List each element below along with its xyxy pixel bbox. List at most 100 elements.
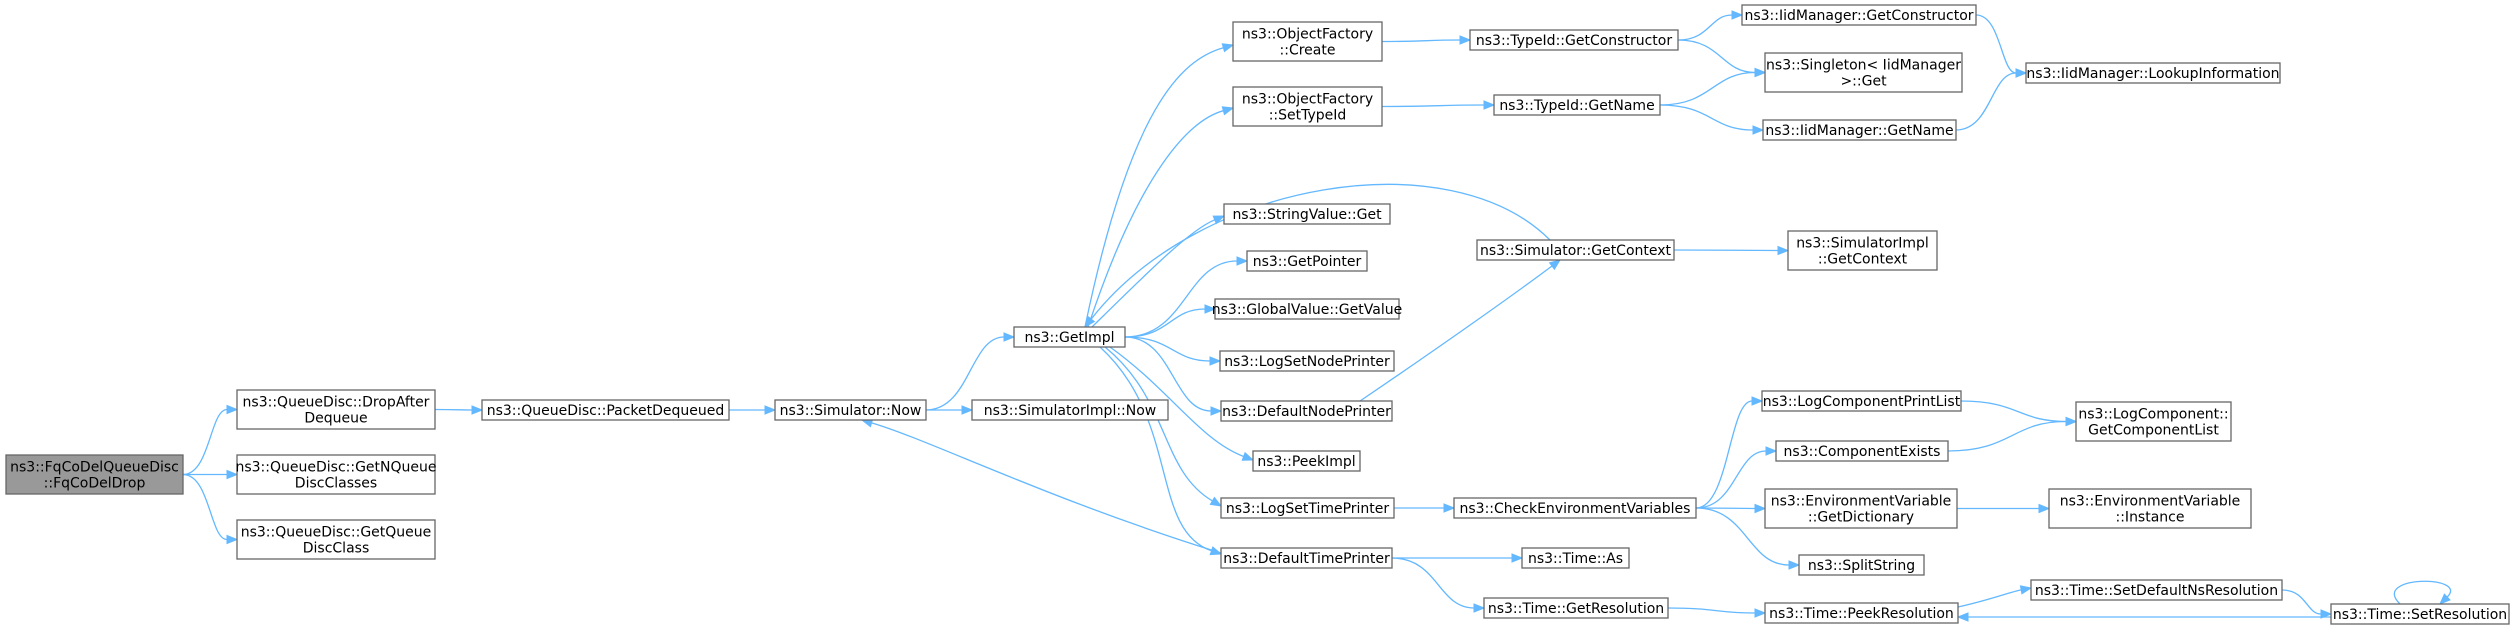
node-box (1246, 250, 1368, 272)
node-label: ns3::LogSetTimePrinter (1226, 501, 1390, 517)
graph-node-objectfactory-create[interactable]: ns3::ObjectFactory::Create (1232, 21, 1383, 62)
edge-arrowhead (2019, 585, 2033, 595)
graph-node-packetdequeued[interactable]: ns3::QueueDisc::PacketDequeued (481, 399, 730, 421)
graph-node-time-as[interactable]: ns3::Time::As (1521, 547, 1630, 569)
graph-node-stringvalue-get[interactable]: ns3::StringValue::Get (1223, 203, 1391, 225)
call-edge (1659, 104, 1765, 135)
node-box (2075, 401, 2232, 442)
call-edge (1109, 346, 1255, 461)
node-label: ns3::GetPointer (1253, 254, 1362, 270)
node-box (1483, 597, 1669, 619)
graph-node-simulatorimpl-getcontext[interactable]: ns3::SimulatorImpl::GetContext (1787, 230, 1938, 271)
graph-node-logcomponentprintlist[interactable]: ns3::LogComponentPrintList (1761, 390, 1962, 412)
graph-node-simulator-getcontext[interactable]: ns3::Simulator::GetContext (1476, 239, 1675, 261)
node-box (1764, 602, 1959, 624)
graph-node-checkenvironmentvariables[interactable]: ns3::CheckEnvironmentVariables (1453, 497, 1697, 519)
node-label: ns3::ObjectFactory (1242, 27, 1373, 43)
node-box (1762, 119, 1957, 141)
call-edge (729, 405, 777, 415)
edge-arrowhead (2015, 68, 2028, 78)
edge-line (1659, 104, 1754, 131)
edge-arrowhead (1084, 315, 1096, 329)
edge-line (1673, 249, 1779, 252)
node-box (1223, 203, 1391, 225)
edge-line (1124, 336, 1212, 412)
edge-line (1087, 110, 1224, 328)
graph-node-singleton-get[interactable]: ns3::Singleton< IidManager >::Get (1764, 52, 1963, 93)
call-edge (2393, 580, 2451, 605)
edge-arrowhead (1731, 10, 1744, 20)
node-label: ::GetDictionary (1808, 510, 1914, 526)
node-label: ns3::EnvironmentVariable (2060, 494, 2241, 510)
graph-node-time-getresolution[interactable]: ns3::Time::GetResolution (1483, 597, 1669, 619)
edge-line (434, 408, 473, 411)
node-box (1493, 94, 1661, 116)
call-edge (1955, 68, 2028, 131)
graph-node-iidmanager-lookupinformation[interactable]: ns3::IidManager::LookupInformation (2025, 62, 2281, 84)
graph-node-envvar-getdictionary[interactable]: ns3::EnvironmentVariable::GetDictionary (1764, 488, 1958, 529)
node-box (1787, 230, 1938, 271)
node-box (1013, 326, 1126, 348)
graph-node-logcomponent-getcomponentlist[interactable]: ns3::LogComponent::GetComponentList (2075, 401, 2232, 442)
edge-line (182, 408, 228, 476)
graph-node-time-peekresolution[interactable]: ns3::Time::PeekResolution (1764, 602, 1959, 624)
graph-node-time-setresolution[interactable]: ns3::Time::SetResolution (2330, 603, 2510, 625)
call-edge (1084, 183, 1551, 329)
node-box (1741, 4, 1977, 26)
call-edge (1659, 67, 1767, 106)
graph-node-typeid-getconstructor[interactable]: ns3::TypeId::GetConstructor (1469, 29, 1679, 51)
call-edge (1957, 585, 2033, 608)
call-edge (1091, 215, 1226, 328)
graph-node-time-setdefaultnsresolution[interactable]: ns3::Time::SetDefaultNsResolution (2030, 579, 2283, 601)
graph-node-componentexists[interactable]: ns3::ComponentExists (1775, 440, 1949, 462)
graph-node-logsetnodeprinter[interactable]: ns3::LogSetNodePrinter (1219, 350, 1395, 372)
graph-node-getimpl[interactable]: ns3::GetImpl (1013, 326, 1126, 348)
node-label: ns3::CheckEnvironmentVariables (1460, 501, 1691, 517)
graph-node-simulatorimpl-now[interactable]: ns3::SimulatorImpl::Now (971, 399, 1169, 421)
graph-node-splitstring[interactable]: ns3::SplitString (1798, 554, 1925, 576)
edge-arrowhead (1765, 446, 1778, 456)
node-box (1214, 298, 1400, 320)
call-edge (1695, 396, 1764, 509)
node-box (2048, 488, 2252, 529)
graph-node-peekimpl[interactable]: ns3::PeekImpl (1252, 450, 1361, 472)
edge-line (925, 336, 1005, 411)
node-label: ns3::LogComponentPrintList (1763, 394, 1961, 410)
graph-node-typeid-getname[interactable]: ns3::TypeId::GetName (1493, 94, 1661, 116)
node-box (5, 454, 184, 495)
graph-node-iidmanager-getname[interactable]: ns3::IidManager::GetName (1762, 119, 1957, 141)
call-edge (1381, 100, 1496, 110)
edge-line (1667, 607, 1756, 614)
graph-node-envvar-instance[interactable]: ns3::EnvironmentVariable::Instance (2048, 488, 2252, 529)
graph-node-globalvalue-getvalue[interactable]: ns3::GlobalValue::GetValue (1212, 298, 1402, 320)
graph-node-iidmanager-getconstructor[interactable]: ns3::IidManager::GetConstructor (1741, 4, 1977, 26)
graph-node-defaultnodeprinter[interactable]: ns3::DefaultNodePrinter (1220, 400, 1393, 422)
call-edge (1124, 336, 1222, 366)
edge-arrowhead (1956, 612, 1969, 622)
edge-line (1955, 72, 2017, 131)
graph-node-logsettimeprinter[interactable]: ns3::LogSetTimePrinter (1220, 497, 1395, 519)
node-label: ns3::PeekImpl (1257, 454, 1355, 470)
edge-arrowhead (226, 404, 239, 415)
edge-arrowhead (764, 405, 777, 415)
edge-arrowhead (1221, 106, 1235, 116)
edge-arrowhead (1003, 332, 1016, 342)
graph-node-simulator-now[interactable]: ns3::Simulator::Now (774, 399, 927, 421)
edge-arrowhead (1459, 35, 1472, 45)
graph-node-getpointer[interactable]: ns3::GetPointer (1246, 250, 1368, 272)
node-label: ::Instance (2116, 510, 2185, 526)
node-box (971, 399, 1169, 421)
graph-node-objectfactory-settypeid[interactable]: ns3::ObjectFactory::SetTypeId (1232, 86, 1383, 127)
edge-arrowhead (226, 534, 239, 545)
node-box (1219, 350, 1395, 372)
edge-line (1957, 589, 2022, 608)
node-box (481, 399, 730, 421)
graph-node-defaulttimeprinter[interactable]: ns3::DefaultTimePrinter (1220, 547, 1393, 569)
call-edge (1124, 336, 1223, 416)
call-edge (1084, 43, 1235, 328)
node-label: ns3::IidManager::GetName (1765, 123, 1953, 139)
node-label: ns3::QueueDisc::GetQueue (241, 525, 432, 541)
